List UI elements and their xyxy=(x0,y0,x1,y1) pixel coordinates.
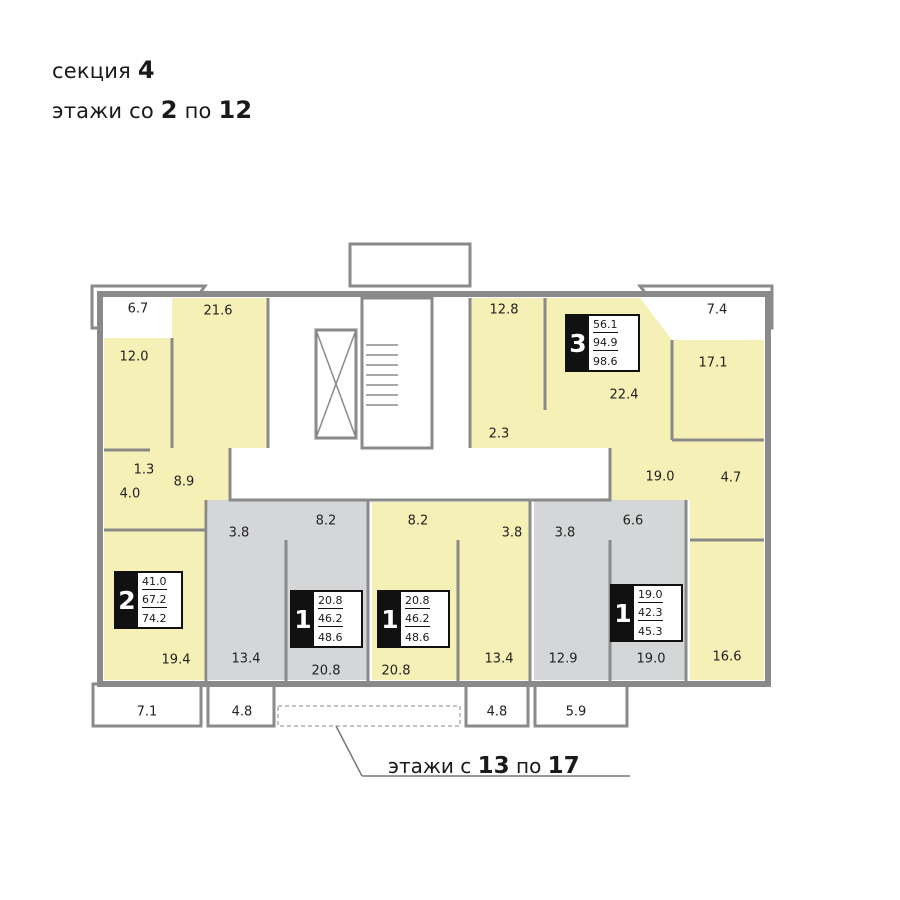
area-label: 19.0 xyxy=(645,469,675,485)
area-label: 7.4 xyxy=(706,302,728,318)
apartment-badge: 1 19.0 42.3 45.3 xyxy=(610,584,683,642)
area-label: 12.8 xyxy=(489,302,519,318)
area-label: 3.8 xyxy=(501,525,523,541)
area-label: 19.4 xyxy=(161,652,191,668)
room-count: 2 xyxy=(116,573,138,627)
total-area-with-balcony: 48.6 xyxy=(318,630,343,644)
apartment-badge: 3 56.1 94.9 98.6 xyxy=(565,314,640,372)
apartment-badge: 1 20.8 46.2 48.6 xyxy=(290,590,363,648)
area-label: 19.0 xyxy=(636,651,666,667)
total-area: 46.2 xyxy=(318,612,343,628)
roof-exit xyxy=(348,242,472,288)
area-label: 16.6 xyxy=(712,649,742,665)
living-area: 20.8 xyxy=(318,594,343,610)
total-area-with-balcony: 98.6 xyxy=(593,354,618,368)
area-label: 1.3 xyxy=(133,462,155,478)
area-label: 5.9 xyxy=(565,704,587,720)
apartment-badge: 2 41.0 67.2 74.2 xyxy=(114,571,183,629)
balcony-bottom-3 xyxy=(464,682,530,728)
area-label: 6.7 xyxy=(127,301,149,317)
total-area-with-balcony: 45.3 xyxy=(638,624,663,638)
area-label: 2.3 xyxy=(488,426,510,442)
room-count: 3 xyxy=(567,316,589,370)
area-label: 8.2 xyxy=(315,513,337,529)
apartment-badge: 1 20.8 46.2 48.6 xyxy=(377,590,450,648)
area-label: 4.7 xyxy=(720,470,742,486)
area-label: 13.4 xyxy=(484,651,514,667)
floors-range-title: этажи со 2 по 12 xyxy=(52,96,253,124)
area-label: 12.0 xyxy=(119,349,149,365)
area-label: 3.8 xyxy=(554,525,576,541)
balcony-bottom-4 xyxy=(533,682,629,728)
area-label: 6.6 xyxy=(622,513,644,529)
living-area: 41.0 xyxy=(142,575,167,591)
room-count: 1 xyxy=(292,592,314,646)
total-area: 42.3 xyxy=(638,606,663,622)
area-label: 8.9 xyxy=(173,474,195,490)
total-area-with-balcony: 74.2 xyxy=(142,611,167,625)
apt-1b-fill-2 xyxy=(458,502,530,680)
apt-2-fill xyxy=(104,298,268,530)
area-label: 4.0 xyxy=(119,486,141,502)
living-area: 19.0 xyxy=(638,588,663,604)
room-count: 1 xyxy=(379,592,401,646)
area-label: 21.6 xyxy=(203,303,233,319)
area-label: 20.8 xyxy=(381,663,411,679)
area-label: 3.8 xyxy=(228,525,250,541)
total-area: 94.9 xyxy=(593,336,618,352)
stair-core xyxy=(272,298,468,448)
area-label: 12.9 xyxy=(548,651,578,667)
room-count: 1 xyxy=(612,586,634,640)
upper-floors-caption: этажи с 13 по 17 xyxy=(388,753,580,779)
area-label: 22.4 xyxy=(609,387,639,403)
balcony-dashed xyxy=(277,705,461,727)
area-label: 17.1 xyxy=(698,355,728,371)
total-area-with-balcony: 48.6 xyxy=(405,630,430,644)
living-area: 20.8 xyxy=(405,594,430,610)
area-label: 13.4 xyxy=(231,651,261,667)
area-label: 7.1 xyxy=(136,704,158,720)
area-label: 4.8 xyxy=(486,704,508,720)
area-label: 8.2 xyxy=(407,513,429,529)
section-title: секция 4 xyxy=(52,56,155,84)
area-label: 4.8 xyxy=(231,704,253,720)
living-area: 56.1 xyxy=(593,318,618,334)
balcony-bottom-2 xyxy=(206,682,276,728)
area-label: 20.8 xyxy=(311,663,341,679)
corridor xyxy=(230,448,610,498)
total-area: 67.2 xyxy=(142,593,167,609)
total-area: 46.2 xyxy=(405,612,430,628)
